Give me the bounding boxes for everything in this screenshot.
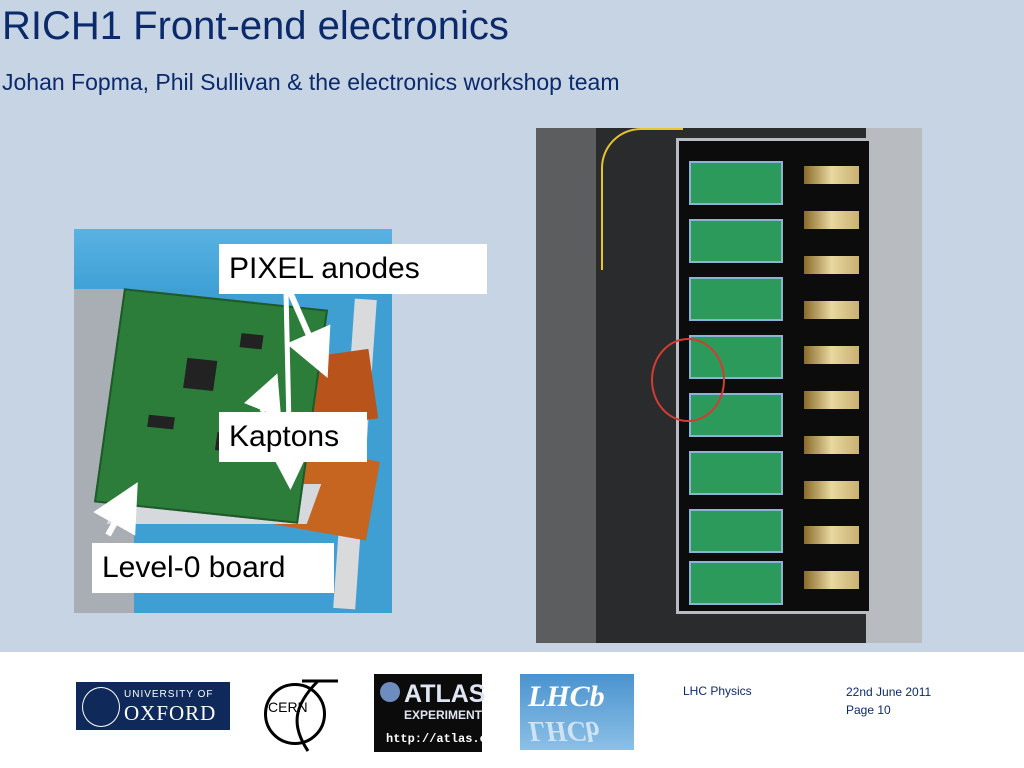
detector-frame [676, 138, 872, 614]
label-level0-board: Level-0 board [92, 543, 334, 593]
cern-ring-icon [264, 683, 326, 745]
cern-ring-arcs-icon [295, 679, 338, 752]
hpd-tube [804, 436, 859, 454]
atlas-logo-url: http://atlas.ch [386, 732, 495, 746]
cern-logo-text: CERN [268, 699, 308, 715]
footer-event-name: LHC Physics [683, 684, 752, 698]
footer-date: 22nd June 2011 [846, 685, 932, 699]
hybrid-board [689, 451, 783, 495]
arrow-kapton-up [244, 373, 282, 418]
label-kaptons: Kaptons [219, 412, 367, 462]
lhcb-logo-text: LHCb [528, 680, 605, 713]
slide-area: RICH1 Front-end electronics Johan Fopma,… [0, 0, 1024, 652]
lhcb-logo: LHCb LHCb [520, 674, 634, 750]
arrow-pixel-right [286, 290, 331, 378]
hpd-tube [804, 256, 859, 274]
hybrid-board [689, 561, 783, 605]
atlas-globe-icon [380, 682, 400, 702]
hpd-tube [804, 301, 859, 319]
oxford-logo: UNIVERSITY OF OXFORD [76, 682, 230, 730]
hybrid-board [689, 219, 783, 263]
oxford-logo-small-text: UNIVERSITY OF [124, 689, 214, 700]
hybrid-board [689, 509, 783, 553]
atlas-logo: ATLAS EXPERIMENT http://atlas.ch [374, 674, 494, 752]
slide-title: RICH1 Front-end electronics [2, 4, 509, 48]
label-pixel-anodes: PIXEL anodes [219, 244, 487, 294]
rich1-electronics-photo [536, 128, 922, 643]
atlas-logo-title: ATLAS [404, 680, 486, 708]
background-wall [866, 128, 922, 643]
lhcb-logo-reflection: LHCb [528, 715, 600, 746]
hybrid-board [689, 277, 783, 321]
yellow-wires [601, 128, 683, 270]
hybrid-board [689, 161, 783, 205]
hpd-tube [804, 211, 859, 229]
footer-page-number: Page 10 [846, 703, 891, 717]
hpd-tube [804, 391, 859, 409]
hpd-tube [804, 481, 859, 499]
arrow-board [93, 482, 138, 537]
slide-subtitle: Johan Fopma, Phil Sullivan & the electro… [2, 69, 620, 95]
metal-wall [536, 128, 596, 643]
oxford-seal-icon [82, 687, 120, 727]
hpd-tube [804, 526, 859, 544]
hpd-tube [804, 571, 859, 589]
cern-logo: CERN [262, 677, 342, 753]
hpd-tube [804, 166, 859, 184]
hpd-tube [804, 346, 859, 364]
oxford-logo-big-text: OXFORD [124, 701, 217, 725]
atlas-logo-subtitle: EXPERIMENT [404, 708, 483, 722]
red-wire-loop [651, 338, 725, 422]
